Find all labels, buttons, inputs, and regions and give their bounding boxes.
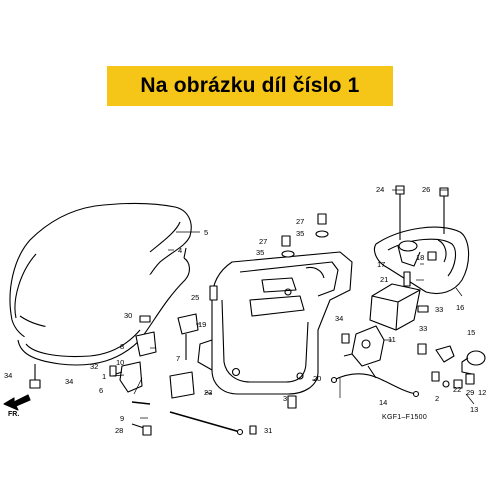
front-label: FR. bbox=[8, 411, 19, 418]
callout-24: 24 bbox=[376, 185, 384, 194]
callout-1: 1 bbox=[102, 372, 106, 381]
callout-2: 2 bbox=[435, 394, 439, 403]
callout-5: 5 bbox=[204, 228, 208, 237]
callout-32: 32 bbox=[90, 362, 98, 371]
key-cylinder-drawing bbox=[435, 345, 486, 385]
callout-numbers: 5 4 1 2 3 6 7 8 9 10 11 12 13 14 15 16 1… bbox=[4, 185, 486, 435]
callout-12: 12 bbox=[478, 388, 486, 397]
banner-text: Na obrázku díl číslo 1 bbox=[140, 74, 360, 97]
callout-4: 4 bbox=[178, 246, 182, 255]
callout-23: 23 bbox=[204, 388, 212, 397]
callout-22: 22 bbox=[453, 385, 461, 394]
seat-lock-cable-drawing bbox=[330, 373, 420, 398]
callout-34a: 34 bbox=[335, 314, 343, 323]
callout-29: 29 bbox=[466, 388, 474, 397]
callout-34b: 34 bbox=[4, 371, 12, 380]
callout-20: 20 bbox=[313, 374, 321, 383]
callout-28: 28 bbox=[115, 426, 123, 435]
callout-33a: 33 bbox=[419, 324, 427, 333]
callout-13: 13 bbox=[470, 405, 478, 414]
callout-30: 30 bbox=[124, 311, 132, 320]
callout-35b: 35 bbox=[256, 248, 264, 257]
luggage-box-drawing bbox=[197, 251, 353, 395]
callout-14: 14 bbox=[379, 398, 387, 407]
seat-lock-drawing bbox=[343, 325, 385, 379]
callout-31: 31 bbox=[264, 426, 272, 435]
diagram-code: KGF1–F1500 bbox=[382, 414, 428, 421]
callout-34c: 34 bbox=[65, 377, 73, 386]
part-number-banner: Na obrázku díl číslo 1 bbox=[107, 66, 393, 106]
callout-6: 6 bbox=[99, 386, 103, 395]
callout-3: 3 bbox=[283, 394, 287, 403]
callout-27a: 27 bbox=[296, 217, 304, 226]
callout-11: 11 bbox=[388, 335, 396, 344]
callout-8: 8 bbox=[120, 342, 124, 351]
callout-21: 21 bbox=[380, 275, 388, 284]
grab-rail-drawing bbox=[373, 185, 470, 295]
callout-15: 15 bbox=[467, 328, 475, 337]
callout-25: 25 bbox=[191, 293, 199, 302]
hinge-parts-drawing bbox=[29, 213, 463, 436]
callout-27b: 27 bbox=[259, 237, 267, 246]
leader-lines bbox=[109, 189, 475, 419]
seat-drawing bbox=[9, 202, 192, 366]
callout-17: 17 bbox=[377, 260, 385, 269]
callout-16: 16 bbox=[456, 303, 464, 312]
callout-18: 18 bbox=[416, 253, 424, 262]
callout-9: 9 bbox=[120, 414, 124, 423]
callout-35a: 35 bbox=[296, 229, 304, 238]
callout-33b: 33 bbox=[435, 305, 443, 314]
toolbox-drawing bbox=[369, 283, 421, 331]
front-direction-arrow bbox=[3, 394, 31, 411]
callout-10: 10 bbox=[116, 358, 124, 367]
callout-7: 7 bbox=[176, 354, 180, 363]
callout-26: 26 bbox=[422, 185, 430, 194]
callout-19: 19 bbox=[198, 320, 206, 329]
